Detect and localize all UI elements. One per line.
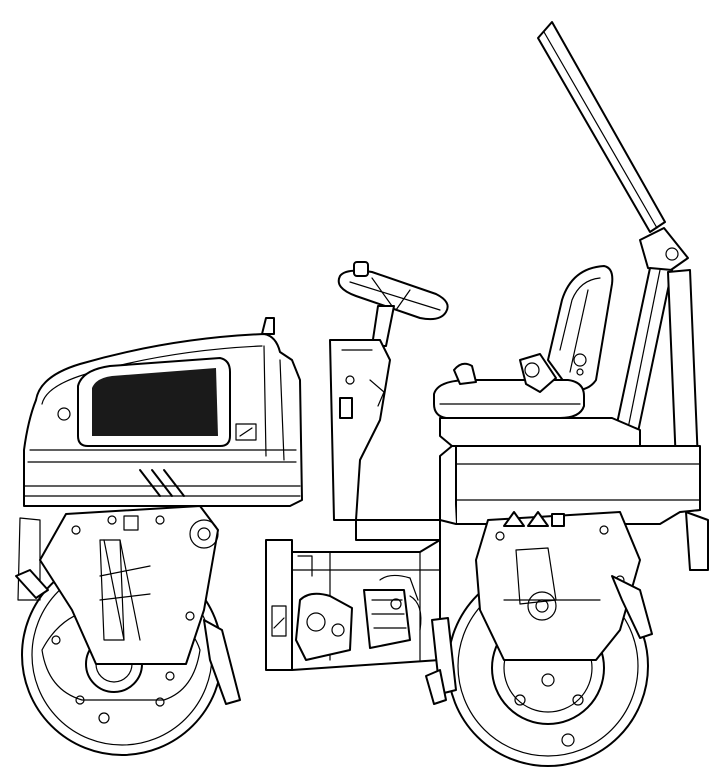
scraper-rear <box>425 575 653 705</box>
steering-wheel <box>329 261 449 521</box>
radiator-grille <box>77 357 231 447</box>
operator-seat <box>433 265 641 447</box>
warning-decals <box>503 511 565 527</box>
rear-plate <box>475 511 641 661</box>
scraper-front <box>15 569 241 705</box>
engine-hood <box>23 317 303 507</box>
rear-body <box>439 445 709 571</box>
front-plate <box>17 505 219 665</box>
center-frame <box>265 519 441 671</box>
